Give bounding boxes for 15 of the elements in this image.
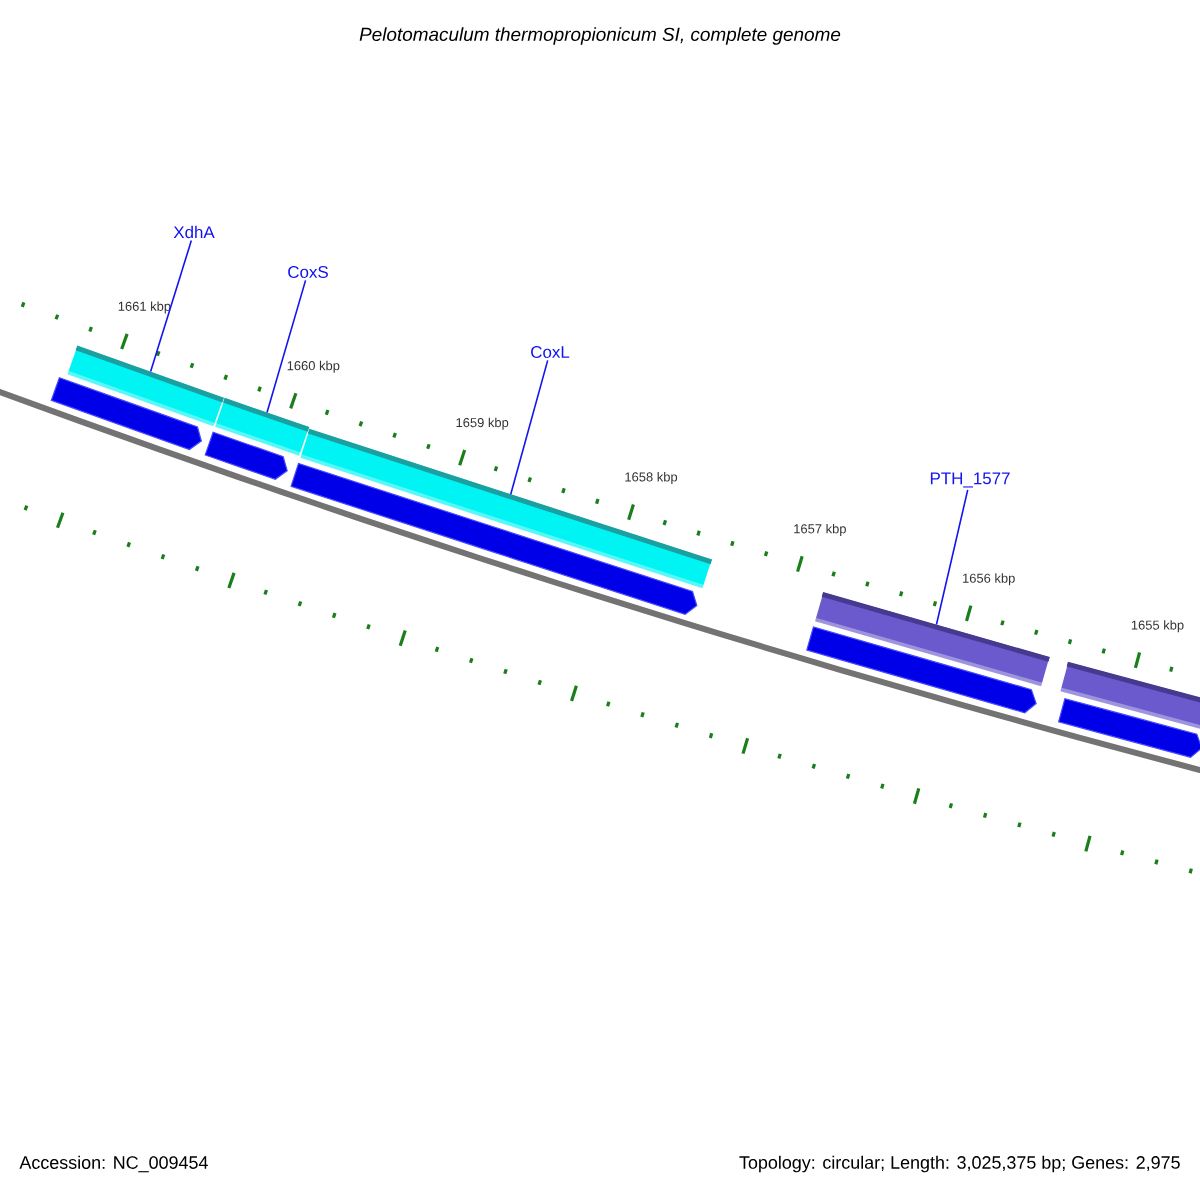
leader-line [935,489,969,626]
gene-bar [1059,661,1200,732]
cds-block [806,626,1037,714]
gene-label: XdhA [173,225,215,239]
cds-block [290,462,698,616]
gene-label: CoxS [288,266,328,278]
leader-line [509,359,549,495]
leader-line [149,239,193,373]
cds-block [204,431,288,480]
title: Pelotomaculum thermopropionicum SI, complete genome [359,27,841,45]
footer-text: Topology: circular; Length: 3,025,375 bp; Genes: 2,975 [739,1155,1180,1173]
leader-line [266,279,307,414]
gene-label: PTH_1577 [930,472,1010,488]
footer-text: Accession: NC_009454 [19,1155,208,1173]
gene-label: CoxL [531,346,570,358]
